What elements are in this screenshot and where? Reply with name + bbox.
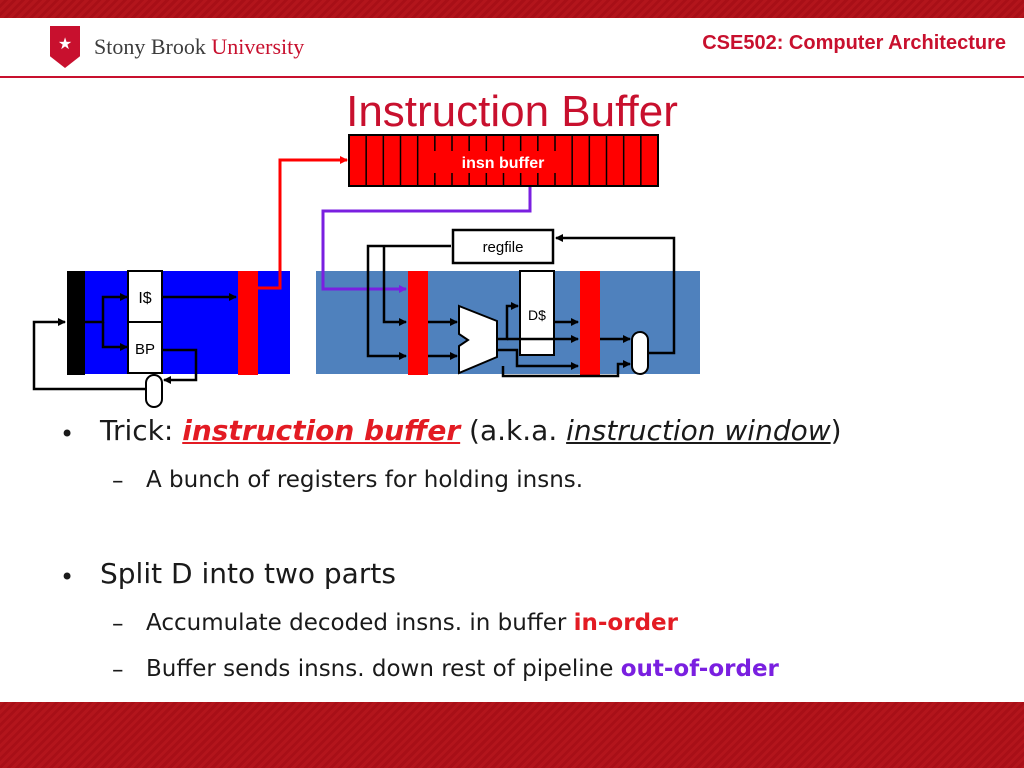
wire-pcmux-pc	[32, 318, 146, 391]
bullet-split-d: Split D into two parts	[100, 557, 396, 590]
wire-regfile-latch-b	[382, 246, 407, 326]
wire-pc-icache	[85, 293, 128, 324]
sub-bullet-buffer-sends: Buffer sends insns. down rest of pipelin…	[146, 656, 779, 682]
bullet-trick-suffix: )	[830, 414, 842, 447]
sub-bullet-dash: –	[112, 657, 124, 683]
slide-title: Instruction Buffer	[346, 87, 678, 136]
wire-regfile-latch-a	[366, 244, 451, 360]
fetch-decode-latch	[238, 271, 258, 375]
regfile-label: regfile	[483, 239, 524, 256]
issue-latch	[408, 271, 428, 375]
wire-alu-dcache	[497, 302, 519, 341]
sub-bullet-accumulate: Accumulate decoded insns. in buffer in-o…	[146, 610, 678, 636]
buffer-output-path	[321, 187, 532, 293]
sub-bullet-dash: –	[112, 468, 124, 494]
bullet-trick-mid: (a.k.a.	[460, 414, 567, 447]
header-divider	[0, 76, 1024, 78]
sub-bullet-out-of-order: out-of-order	[620, 656, 779, 682]
dcache-box	[519, 270, 555, 356]
logo-university: University	[211, 34, 305, 59]
regfile-box	[451, 228, 555, 265]
wire-pc-bp	[101, 322, 128, 351]
icache-box	[127, 270, 163, 323]
icache-label: I$	[138, 290, 151, 307]
university-logo: ★ Stony Brook University	[50, 26, 320, 70]
logo-name: Stony Brook	[94, 34, 206, 59]
bottom-decorative-bar	[0, 702, 1024, 768]
wire-bypass	[497, 348, 579, 370]
wire-mux-regfile	[555, 234, 676, 355]
sub-bullet-buffer-sends-text: Buffer sends insns. down rest of pipelin…	[146, 656, 621, 682]
buffer-input-path	[258, 156, 348, 290]
bp-label: BP	[135, 341, 155, 358]
bullet-trick-alias: instruction window	[566, 414, 831, 447]
fetch-latch	[67, 271, 85, 375]
insn-buffer-label: insn buffer	[462, 155, 545, 172]
bullet-dot: •	[60, 563, 75, 591]
bp-box	[127, 321, 163, 374]
pipeline-diagram: insn buffer regfile I$ BP D$	[32, 134, 700, 408]
insn-buffer: insn buffer	[348, 134, 659, 187]
sub-bullet-in-order: in-order	[573, 610, 678, 636]
sub-bullet-dash: –	[112, 611, 124, 637]
dcache-label: D$	[528, 307, 546, 323]
top-decorative-bar	[0, 0, 1024, 18]
wire-branch-feedback	[501, 360, 631, 378]
bullet-trick-prefix: Trick:	[100, 414, 183, 447]
bullet-dot: •	[60, 420, 75, 448]
bullet-trick: Trick: instruction buffer (a.k.a. instru…	[100, 414, 842, 447]
sub-bullet-accumulate-text: Accumulate decoded insns. in buffer	[146, 610, 574, 636]
alu-shape	[458, 304, 498, 375]
wire-bp-pcmux	[162, 348, 198, 384]
pc-mux	[145, 374, 163, 408]
mem-latch	[580, 271, 600, 375]
course-title: CSE502: Computer Architecture	[702, 32, 1006, 54]
sub-bullet-registers: A bunch of registers for holding insns.	[146, 467, 584, 493]
bullet-trick-term: instruction buffer	[182, 414, 461, 447]
writeback-mux	[631, 331, 649, 375]
